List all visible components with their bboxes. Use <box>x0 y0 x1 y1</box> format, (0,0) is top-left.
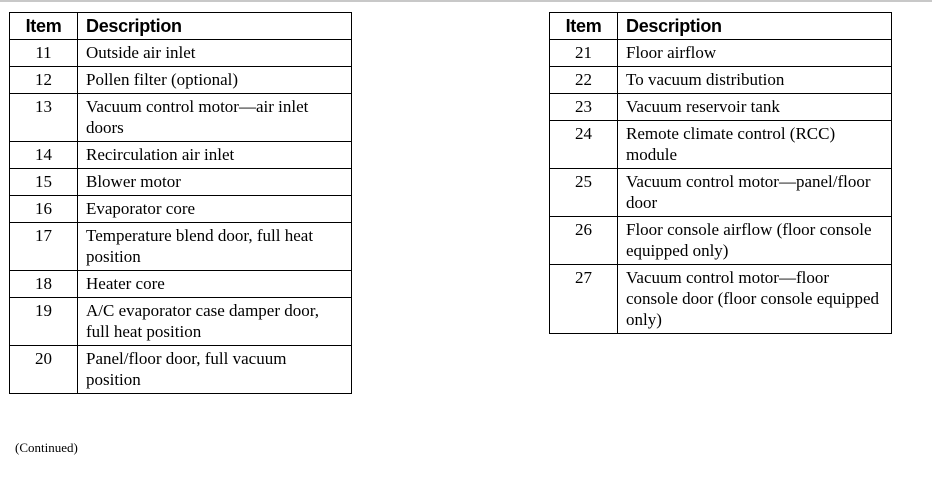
item-number: 27 <box>549 264 618 334</box>
item-number: 23 <box>549 93 618 121</box>
item-number: 14 <box>9 141 78 169</box>
table-header-row: Item Description <box>9 12 352 40</box>
item-description: Outside air inlet <box>77 39 352 67</box>
item-number: 26 <box>549 216 618 265</box>
item-description: Heater core <box>77 270 352 298</box>
item-description: Vacuum control motor—air inlet doors <box>77 93 352 142</box>
item-number: 20 <box>9 345 78 394</box>
item-number: 17 <box>9 222 78 271</box>
item-number: 13 <box>9 93 78 142</box>
column-header-item: Item <box>549 12 618 40</box>
top-divider <box>0 0 932 2</box>
column-header-item: Item <box>9 12 78 40</box>
item-description: Vacuum control motor—panel/floor door <box>617 168 892 217</box>
table-header-row: Item Description <box>549 12 892 40</box>
item-description: Evaporator core <box>77 195 352 223</box>
item-description: Floor airflow <box>617 39 892 67</box>
item-number: 24 <box>549 120 618 169</box>
item-number: 16 <box>9 195 78 223</box>
item-description: Remote climate control (RCC) module <box>617 120 892 169</box>
item-number: 21 <box>549 39 618 67</box>
item-description: Blower motor <box>77 168 352 196</box>
item-number: 18 <box>9 270 78 298</box>
item-description: To vacuum distribution <box>617 66 892 94</box>
item-description: Temperature blend door, full heat positi… <box>77 222 352 271</box>
item-number: 12 <box>9 66 78 94</box>
column-header-description: Description <box>77 12 352 40</box>
item-number: 15 <box>9 168 78 196</box>
item-description: Vacuum reservoir tank <box>617 93 892 121</box>
item-number: 11 <box>9 39 78 67</box>
continued-note: (Continued) <box>15 440 78 455</box>
item-description: A/C evaporator case damper door, full he… <box>77 297 352 346</box>
column-header-description: Description <box>617 12 892 40</box>
item-number: 25 <box>549 168 618 217</box>
item-description: Recirculation air inlet <box>77 141 352 169</box>
item-description: Floor console airflow (floor console equ… <box>617 216 892 265</box>
item-number: 22 <box>549 66 618 94</box>
item-description: Vacuum control motor—floor console door … <box>617 264 892 334</box>
item-number: 19 <box>9 297 78 346</box>
item-description: Pollen filter (optional) <box>77 66 352 94</box>
item-description: Panel/floor door, full vacuum position <box>77 345 352 394</box>
